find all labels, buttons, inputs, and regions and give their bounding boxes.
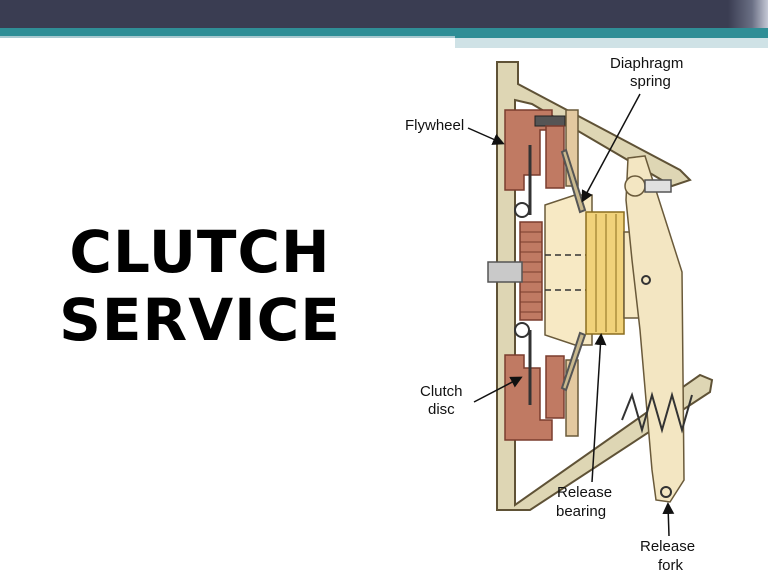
arrow-flywheel — [467, 127, 505, 145]
label-clutch-disc-line2: disc — [428, 401, 455, 418]
arrow-diaphragm-spring — [581, 93, 641, 203]
return-spring — [621, 391, 693, 434]
release-bearing-grooves — [595, 214, 617, 332]
fork-end-hole — [660, 486, 672, 498]
accent-bar — [0, 28, 768, 36]
label-diaphragm-line1: Diaphragm — [610, 55, 683, 72]
disc-damper-upper — [514, 202, 530, 218]
arrow-release-fork — [662, 502, 675, 537]
fork-pivot-ball — [624, 175, 646, 197]
flywheel-bolt — [534, 115, 566, 127]
diaphragm-spring-shape — [560, 148, 587, 392]
slide-title: CLUTCH SERVICE — [40, 218, 360, 354]
accent-tab — [455, 38, 768, 48]
title-line-2: SERVICE — [59, 286, 341, 354]
accent-tab-edge — [455, 36, 768, 39]
arrow-release-bearing — [591, 333, 607, 483]
label-release-fork-line1: Release — [640, 538, 695, 555]
arrow-clutch-disc — [473, 376, 523, 403]
disc-damper-lower — [514, 322, 530, 338]
clutch-hub — [544, 194, 593, 346]
label-release-bearing-line2: bearing — [556, 503, 606, 520]
input-shaft — [487, 261, 523, 283]
label-diaphragm-line2: spring — [630, 73, 671, 90]
damper-spring — [519, 221, 543, 321]
accent-line — [0, 36, 768, 38]
label-clutch-disc-line1: Clutch — [420, 383, 463, 400]
pressure-plate-upper — [545, 125, 565, 189]
fork-pin — [641, 275, 651, 285]
label-release-fork-line2: fork — [658, 557, 684, 574]
header-bar-shade — [728, 0, 768, 28]
release-fork — [625, 155, 685, 503]
label-flywheel: Flywheel — [405, 117, 464, 134]
clutch-diagram: Flywheel Diaphragm spring Clutch disc Re… — [405, 55, 714, 574]
title-line-1: CLUTCH — [69, 218, 331, 286]
damper-spring-coils — [520, 231, 542, 313]
release-bearing — [585, 211, 625, 335]
label-release-bearing-line1: Release — [557, 484, 612, 501]
fork-pivot-stud — [644, 179, 672, 193]
header-bar — [0, 0, 768, 28]
